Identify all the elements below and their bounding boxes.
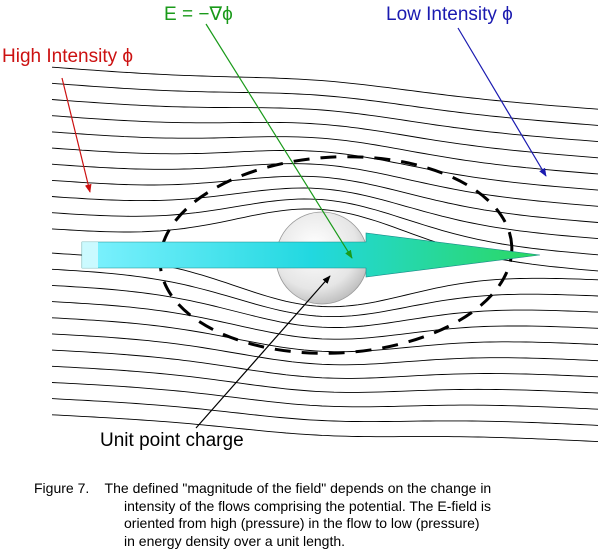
high-intensity-label: High Intensity ϕ [2, 46, 133, 67]
flow-line [51, 198, 599, 256]
flow-line [51, 333, 599, 366]
flow-line [51, 82, 599, 126]
high-intensity-pointer [61, 77, 92, 193]
caption-line-3: oriented from high (pressure) in the flo… [124, 515, 480, 531]
flow-line [51, 398, 599, 426]
flow-line [51, 147, 599, 191]
flow-line [51, 163, 599, 207]
flow-line [51, 301, 599, 340]
flow-line [51, 66, 599, 110]
e-field-label: E = −∇ϕ [164, 4, 233, 25]
flow-line [51, 382, 599, 410]
low-intensity-pointer [457, 27, 547, 177]
e-field-pointer [205, 23, 353, 259]
flow-line [51, 268, 599, 318]
field-arrow [81, 232, 541, 278]
caption-line-4: in energy density over a unit length. [124, 533, 345, 549]
figure-caption: Figure 7. The defined "magnitude of the … [34, 480, 491, 549]
flow-line [51, 414, 599, 443]
low-intensity-label: Low Intensity ϕ [386, 4, 513, 25]
caption-line-2: intensity of the flows comprising the po… [124, 498, 491, 514]
caption-line-1: Figure 7. The defined "magnitude of the … [34, 480, 491, 496]
flow-line [51, 175, 599, 223]
point-charge-label: Unit point charge [100, 430, 244, 451]
flow-line [51, 317, 599, 353]
flow-line [51, 99, 599, 143]
flow-line [51, 208, 599, 272]
charge-pointer [195, 275, 331, 429]
field-arrow-tail-highlight [82, 242, 98, 268]
flow-line [51, 187, 599, 240]
flow-line [51, 115, 599, 159]
flow-line [51, 365, 599, 394]
flow-line [51, 349, 599, 379]
flow-line [51, 284, 599, 328]
flow-line [51, 131, 599, 175]
